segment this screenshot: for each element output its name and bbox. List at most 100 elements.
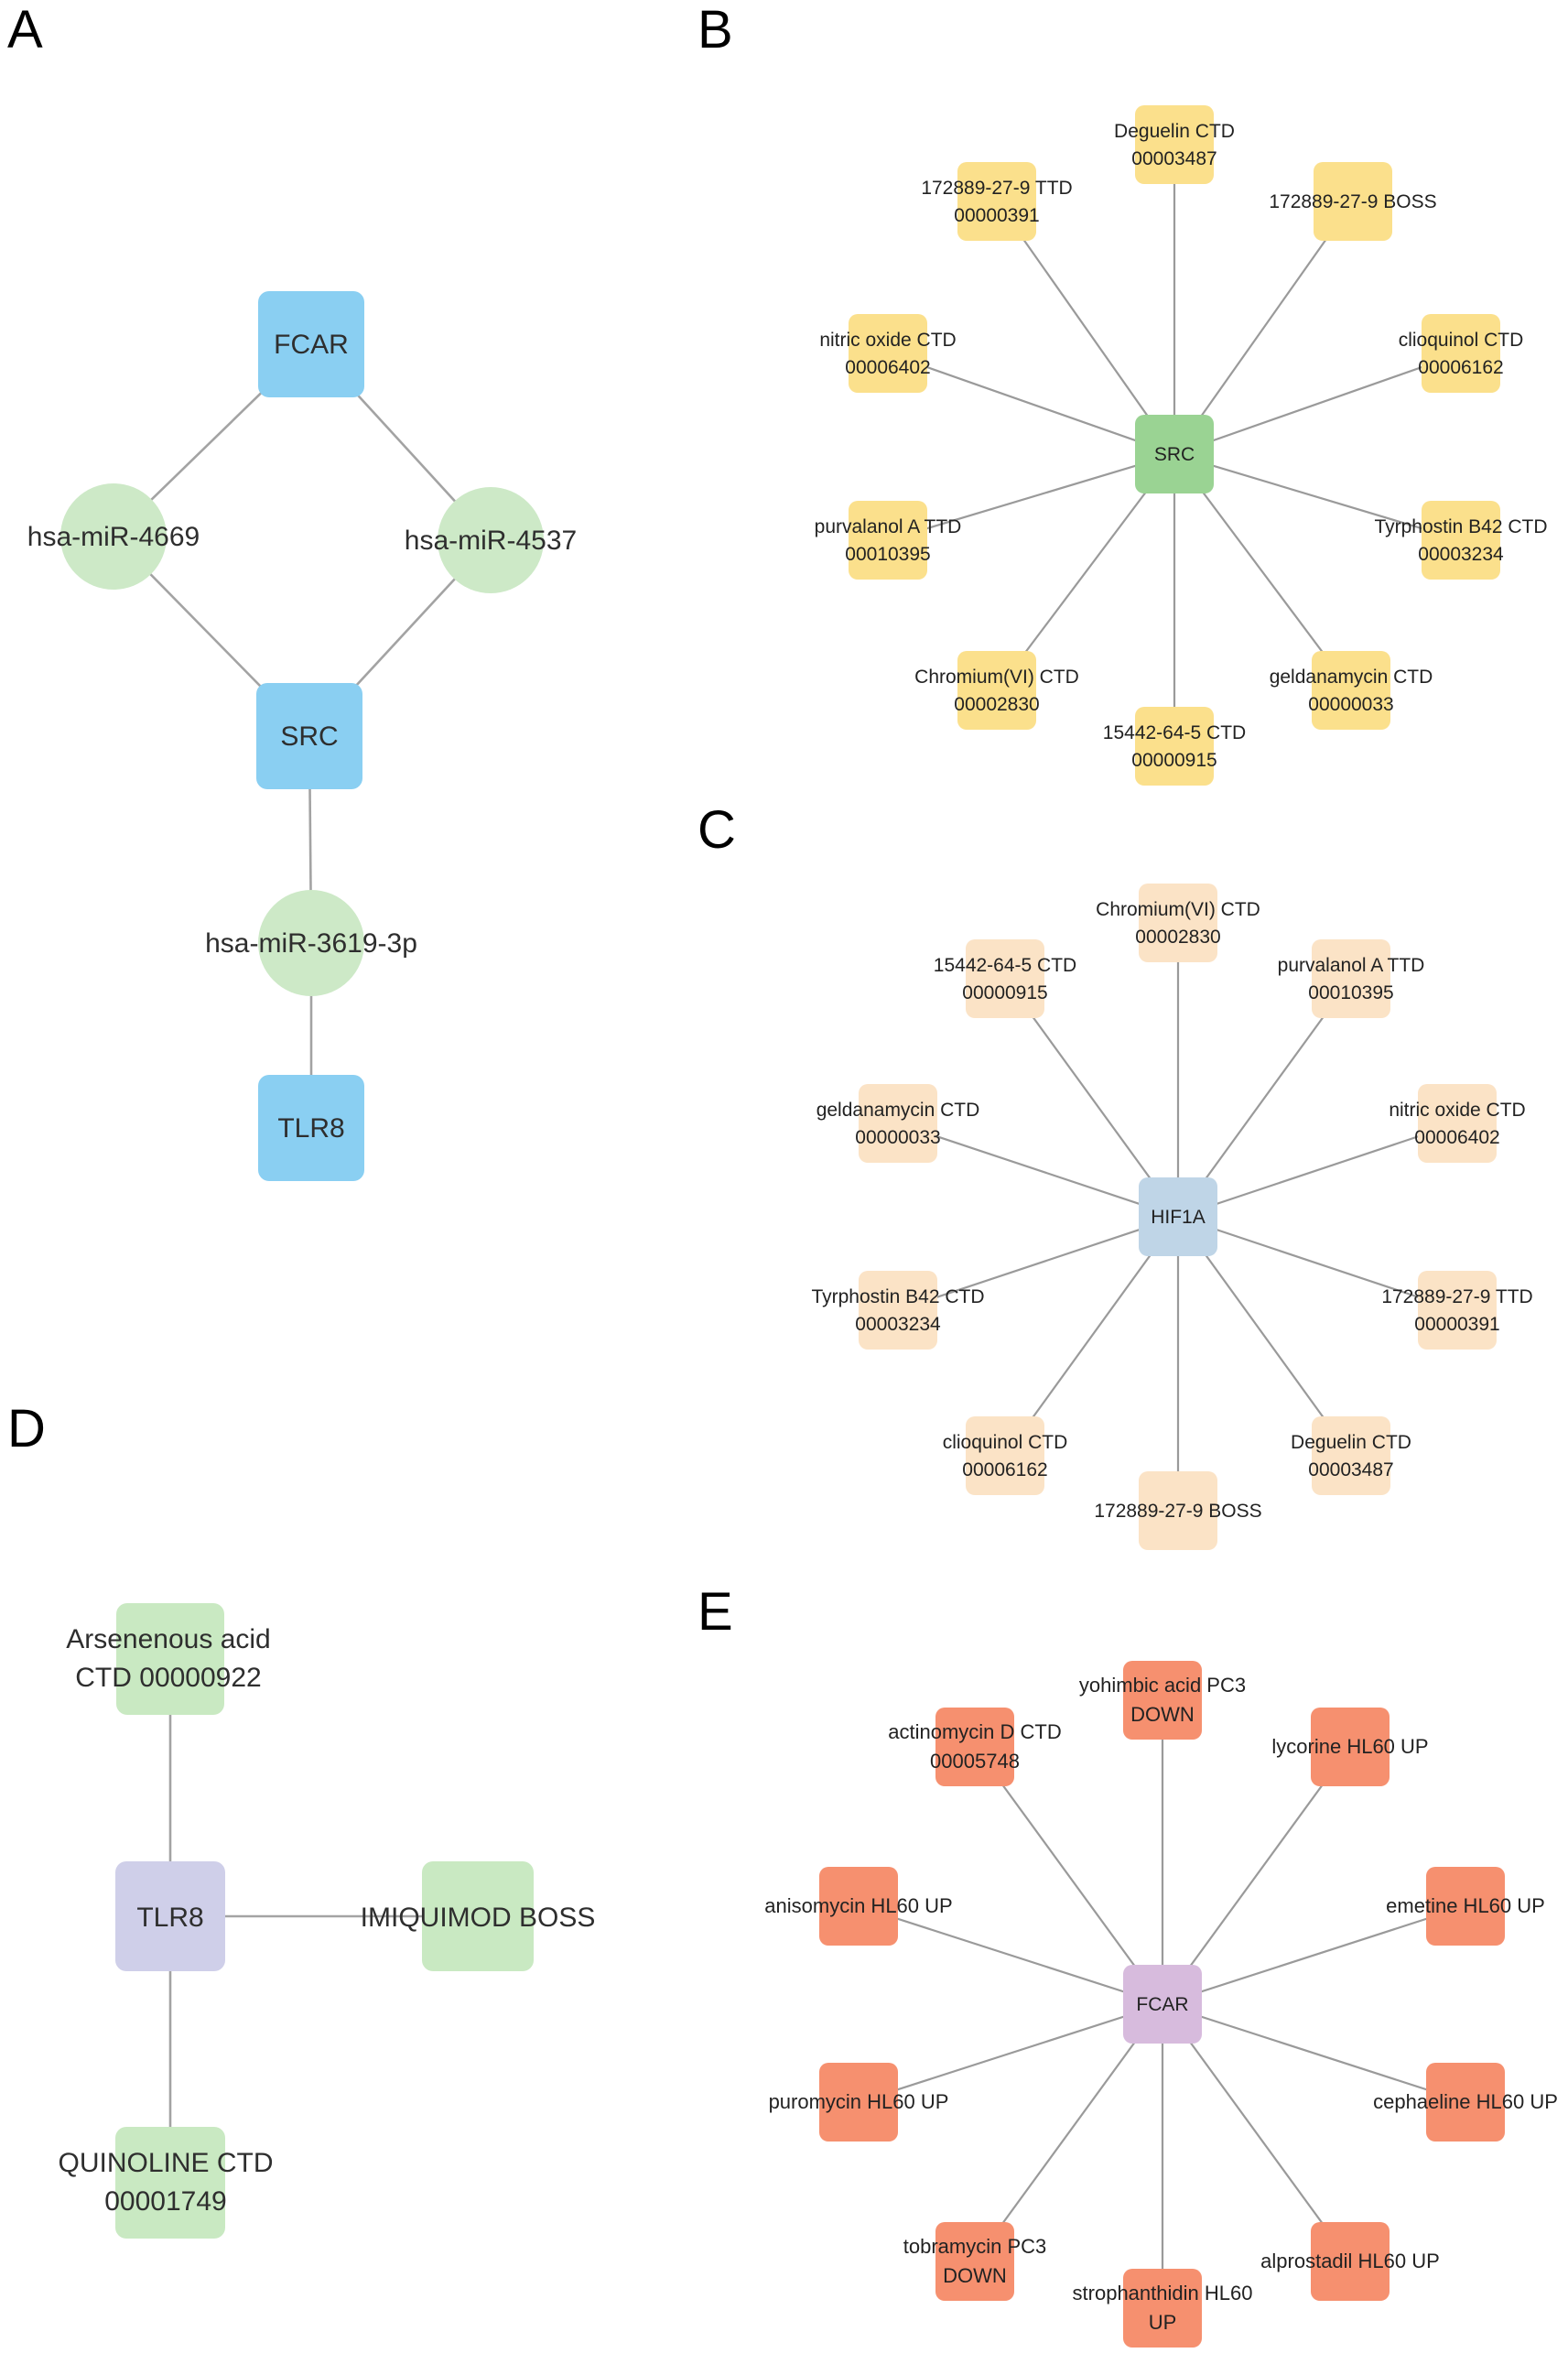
edge-fcar-drug-4: [1162, 2003, 1351, 2262]
hub-node-hif1a: [1139, 1177, 1217, 1256]
edge-hif1a-drug-1: [1177, 978, 1352, 1218]
mirna-node-3619-label: hsa-miR-3619-3p: [205, 928, 417, 959]
drug-node: [1139, 884, 1217, 962]
panel-label-e: E: [697, 1582, 733, 1642]
drug-label: lycorine HL60 UP: [1271, 1735, 1428, 1758]
mirna-node-4537-label: hsa-miR-4537: [405, 526, 577, 556]
panel-label-b: B: [697, 0, 733, 60]
drug-label: clioquinol CTD: [943, 1432, 1068, 1453]
hub-node-fcar: [1123, 1965, 1202, 2044]
drug-label: 172889-27-9 BOSS: [1269, 191, 1436, 212]
drug-label: alprostadil HL60 UP: [1260, 2250, 1440, 2272]
drug-label: 172889-27-9 BOSS: [1094, 1501, 1261, 1522]
drug-node-arsenenous: [116, 1603, 224, 1715]
panel-label-d: D: [7, 1399, 46, 1458]
drug-node: [1312, 1416, 1390, 1495]
drug-label: 00000915: [1131, 750, 1217, 771]
edge-fcar-drug-3: [1162, 2002, 1466, 2104]
drug-label: 00010395: [1308, 982, 1393, 1003]
drug-label: Chromium(VI) CTD: [914, 667, 1079, 688]
panel-a: A FCAR hsa-miR-4669 hsa-miR-4537 SRC hsa…: [7, 0, 577, 1181]
drug-label: 00000915: [962, 982, 1047, 1003]
drug-label-arsenenous-2: CTD 00000922: [75, 1663, 261, 1693]
drug-node-imiquimod: [422, 1861, 534, 1971]
hub-node-label: FCAR: [1136, 1994, 1188, 2015]
drug-label: 172889-27-9 TTD: [921, 178, 1072, 199]
drug-label: 00003487: [1131, 148, 1217, 169]
drug-label: 00000033: [855, 1127, 940, 1148]
drug-node: [1312, 651, 1390, 730]
edge-fcar-drug-8: [858, 1904, 1163, 2006]
edge-src-drug-7: [887, 452, 1175, 542]
drug-label: nitric oxide CTD: [1389, 1100, 1525, 1121]
drug-label: cephaeline HL60 UP: [1373, 2090, 1558, 2113]
mirna-node-4537: [438, 487, 544, 593]
drug-label-quinoline-1: QUINOLINE CTD: [58, 2148, 273, 2178]
drug-label: actinomycin D CTD: [888, 1720, 1061, 1743]
mirna-node-4669: [60, 483, 167, 590]
drug-label: Deguelin CTD: [1114, 121, 1235, 142]
drug-label: 00010395: [845, 544, 930, 565]
edge-src-drug-9: [996, 201, 1175, 455]
hub-node-tlr8-label: TLR8: [136, 1903, 203, 1933]
drug-label: clioquinol CTD: [1399, 330, 1524, 351]
drug-label: emetine HL60 UP: [1386, 1894, 1545, 1917]
drug-label: 15442-64-5 CTD: [1103, 722, 1246, 743]
drug-label: anisomycin HL60 UP: [764, 1894, 952, 1917]
edge-fcar-drug-9: [974, 1746, 1163, 2005]
edge-src-drug-1: [1173, 201, 1354, 455]
drug-label: 00002830: [1135, 927, 1220, 948]
drug-node: [849, 314, 927, 393]
drug-node: [1139, 1471, 1217, 1550]
drug-label: tobramycin PC3: [903, 2235, 1047, 2258]
drug-node: [1426, 1867, 1505, 1946]
drug-label-imiquimod: IMIQUIMOD BOSS: [361, 1903, 596, 1933]
edge-src-drug-2: [1173, 352, 1462, 456]
hub-node-tlr8: [115, 1861, 225, 1971]
drug-label: puromycin HL60 UP: [769, 2090, 949, 2113]
drug-label: nitric oxide CTD: [819, 330, 956, 351]
drug-label: Tyrphostin B42 CTD: [1374, 516, 1547, 537]
drug-node: [1418, 1271, 1497, 1350]
drug-node: [1135, 707, 1214, 786]
edge-src-drug-3: [1173, 452, 1462, 542]
drug-label: 00000391: [954, 205, 1039, 226]
drug-node: [1123, 1661, 1202, 1740]
gene-node-fcar-label: FCAR: [274, 330, 349, 360]
hub-node-src: [1135, 415, 1214, 493]
drug-label: 15442-64-5 CTD: [934, 955, 1076, 976]
drug-label: 172889-27-9 TTD: [1381, 1286, 1532, 1307]
drug-label: 00006402: [845, 357, 930, 378]
drug-node-quinoline: [115, 2127, 225, 2239]
edge-hif1a-drug-9: [1004, 978, 1179, 1218]
edge-hif1a-drug-8: [897, 1122, 1179, 1219]
gene-node-src-label: SRC: [280, 721, 338, 752]
hub-node-label: HIF1A: [1151, 1207, 1206, 1228]
panel-label-c: C: [697, 800, 736, 860]
drug-label: strophanthidin HL60: [1073, 2282, 1253, 2304]
drug-label: UP: [1149, 2311, 1177, 2334]
drug-node: [1312, 939, 1390, 1018]
drug-label: purvalanol A TTD: [815, 516, 962, 537]
drug-node: [935, 1708, 1014, 1786]
mirna-node-3619: [258, 890, 364, 996]
drug-label: 00005748: [930, 1750, 1020, 1773]
edge-fcar-drug-2: [1162, 1904, 1466, 2006]
drug-label: 00006402: [1414, 1127, 1499, 1148]
edge-hif1a-drug-2: [1177, 1122, 1458, 1219]
drug-node: [849, 501, 927, 580]
edge-hif1a-drug-4: [1177, 1216, 1352, 1457]
drug-node: [1422, 501, 1500, 580]
edge-fcar-drug-6: [974, 2003, 1163, 2262]
edge-hif1a-drug-3: [1177, 1215, 1458, 1312]
drug-node: [1422, 314, 1500, 393]
gene-node-tlr8-label: TLR8: [277, 1113, 344, 1144]
mirna-node-4669-label: hsa-miR-4669: [27, 522, 200, 552]
drug-node: [819, 1867, 898, 1946]
drug-label: geldanamycin CTD: [816, 1100, 980, 1121]
drug-label: geldanamycin CTD: [1270, 667, 1433, 688]
